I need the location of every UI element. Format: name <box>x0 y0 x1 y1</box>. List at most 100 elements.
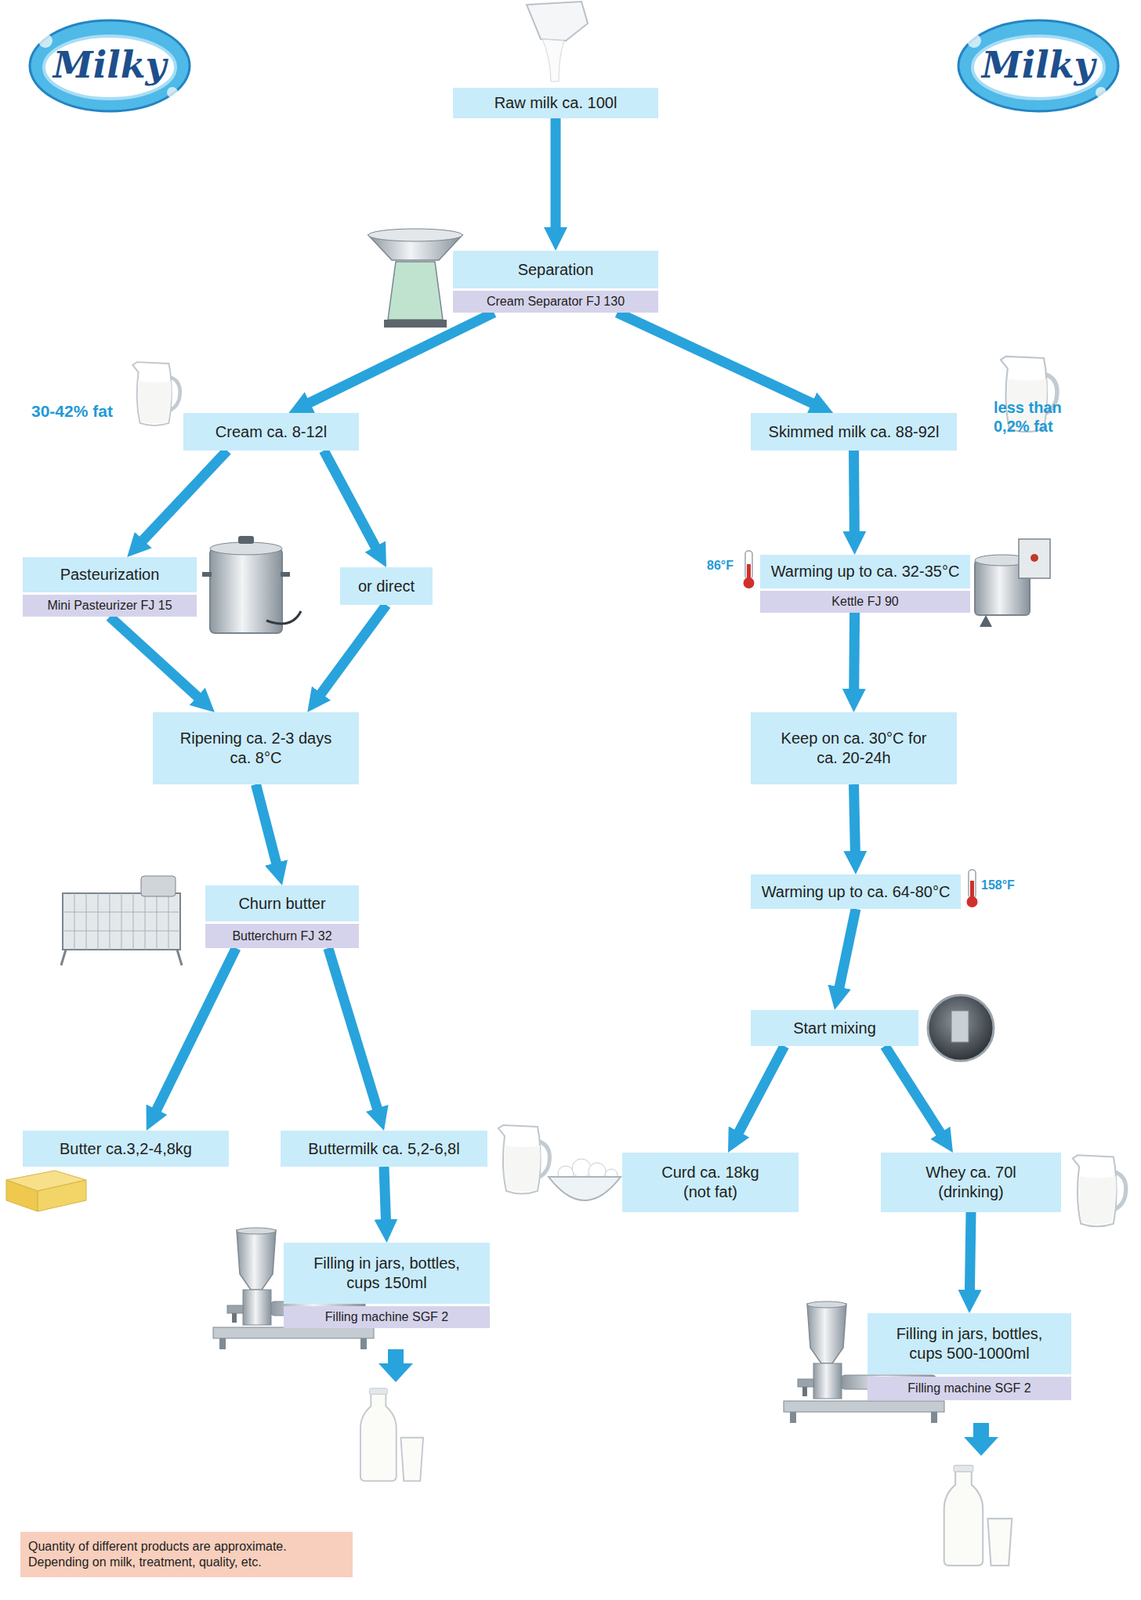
step-band: Curd ca. 18kg (not fat) <box>622 1152 799 1213</box>
step-text: Buttermilk ca. 5,2-6,8l <box>307 1139 460 1160</box>
butterchurn <box>62 893 181 950</box>
flow-arrow <box>318 604 387 698</box>
logo-badge <box>958 20 1119 112</box>
logo-badge <box>1095 86 1107 98</box>
step-text: Raw milk ca. 100l <box>494 93 618 113</box>
flow-arrow <box>305 312 494 405</box>
process-box: or direct <box>340 567 433 605</box>
step-text: Cream ca. 8-12l <box>215 422 327 442</box>
butter-blocks <box>6 1180 38 1212</box>
kettle <box>979 615 993 627</box>
flow-arrow <box>154 948 236 1114</box>
flow-arrow <box>848 612 860 694</box>
flow-arrow <box>323 450 377 551</box>
step-text: or direct <box>358 576 415 597</box>
process-box: PasteurizationMini Pasteurizer FJ 15 <box>22 557 197 617</box>
milk-bottle <box>944 1465 1013 1566</box>
logo-badge <box>166 86 178 98</box>
step-band: Filling in jars, bottles, cups 150ml <box>283 1242 490 1304</box>
step-band: Warming up to ca. 32-35°C <box>760 554 971 589</box>
logo-badge <box>967 33 982 48</box>
milk-jug <box>1072 1155 1127 1227</box>
note-band: Quantity of different products are appro… <box>20 1532 353 1578</box>
step-text: Separation <box>517 260 595 280</box>
curd-bowl <box>572 1159 591 1178</box>
step-band: Separation <box>452 250 659 289</box>
butter-blocks <box>37 1180 87 1212</box>
step-band: Cream ca. 8-12l <box>183 412 359 451</box>
machine-name: Mini Pasteurizer FJ 15 <box>47 597 172 614</box>
mini-pasteurizer <box>210 548 283 634</box>
step-band: Raw milk ca. 100l <box>452 87 659 119</box>
flow-arrow <box>884 1046 943 1138</box>
step-band: Warming up to ca. 64-80°C <box>750 874 961 910</box>
note-box: Quantity of different products are appro… <box>20 1532 353 1578</box>
step-text: Filling in jars, bottles, cups 500-1000m… <box>885 1324 1055 1364</box>
fat-note: 30-42% fat <box>31 401 113 421</box>
process-box: Ripening ca. 2-3 days ca. 8°C <box>152 712 359 785</box>
logo-badge <box>29 20 190 112</box>
step-text: Pasteurization <box>60 565 160 585</box>
flow-arrow <box>969 1212 971 1295</box>
milk-bottle <box>360 1388 424 1482</box>
step-text: Keep on ca. 30°C for ca. 20-24h <box>771 728 937 768</box>
machine-band: Filling machine SGF 2 <box>867 1376 1072 1401</box>
mini-pasteurizer <box>238 536 254 544</box>
pouring-jug <box>542 39 565 82</box>
logo-badge <box>958 20 1119 112</box>
flow-arrow <box>140 450 228 544</box>
machine-band: Kettle FJ 90 <box>760 590 971 613</box>
step-band: or direct <box>340 567 433 605</box>
flow-arrow <box>617 312 817 406</box>
milk-jug <box>132 362 180 426</box>
cream-separator <box>368 228 463 242</box>
process-box: Filling in jars, bottles, cups 150mlFill… <box>283 1242 490 1329</box>
curd-bowl <box>548 1177 621 1201</box>
thermometer <box>968 869 976 899</box>
mini-pasteurizer <box>210 542 283 555</box>
pouring-jug <box>526 1 588 41</box>
step-text: Warming up to ca. 64-80°C <box>761 882 951 902</box>
down-arrow <box>378 1349 413 1383</box>
process-box: SeparationCream Separator FJ 130 <box>452 250 659 313</box>
kettle <box>1030 554 1039 562</box>
step-text: Filling in jars, bottles, cups 150ml <box>302 1253 471 1294</box>
kettle <box>974 539 1051 627</box>
mini-pasteurizer <box>202 572 212 577</box>
step-text: Start mixing <box>793 1018 877 1039</box>
flow-arrow <box>854 784 856 856</box>
logo-badge <box>29 20 190 112</box>
process-box: Skimmed milk ca. 88-92l <box>750 412 957 451</box>
machine-band: Cream Separator FJ 130 <box>452 290 659 313</box>
butterchurn <box>61 876 182 966</box>
cream-separator <box>383 319 447 328</box>
mixing-photo <box>951 1010 969 1043</box>
machine-name: Cream Separator FJ 130 <box>486 293 625 310</box>
butterchurn <box>62 893 181 950</box>
flow-arrow <box>383 1166 387 1225</box>
kettle <box>1018 539 1051 579</box>
process-box: Curd ca. 18kg (not fat) <box>622 1152 799 1213</box>
step-band: Ripening ca. 2-3 days ca. 8°C <box>152 712 359 785</box>
machine-name: Kettle FJ 90 <box>831 594 899 610</box>
thermometer <box>743 550 755 589</box>
step-text: Warming up to ca. 32-35°C <box>771 561 960 582</box>
butterchurn <box>61 949 182 966</box>
process-box: Raw milk ca. 100l <box>452 87 659 119</box>
temperature-note: 158°F <box>981 877 1015 893</box>
step-text: Churn butter <box>238 894 326 914</box>
milk-bottle <box>360 1388 1012 1566</box>
thermometer <box>745 550 753 580</box>
mixing-photo <box>927 995 994 1062</box>
step-band: Whey ca. 70l (drinking) <box>880 1152 1062 1213</box>
thermometer <box>967 869 978 908</box>
process-box: Whey ca. 70l (drinking) <box>880 1152 1062 1213</box>
note-text: Quantity of different products are appro… <box>28 1539 319 1571</box>
mixing-photo <box>927 995 994 1062</box>
process-box: Cream ca. 8-12l <box>183 412 359 451</box>
temperature-note: 86°F <box>706 557 734 573</box>
step-band: Start mixing <box>750 1010 919 1047</box>
machine-band: Butterchurn FJ 32 <box>205 923 359 949</box>
mini-pasteurizer <box>266 611 301 624</box>
process-box: Churn butterButterchurn FJ 32 <box>205 885 359 949</box>
